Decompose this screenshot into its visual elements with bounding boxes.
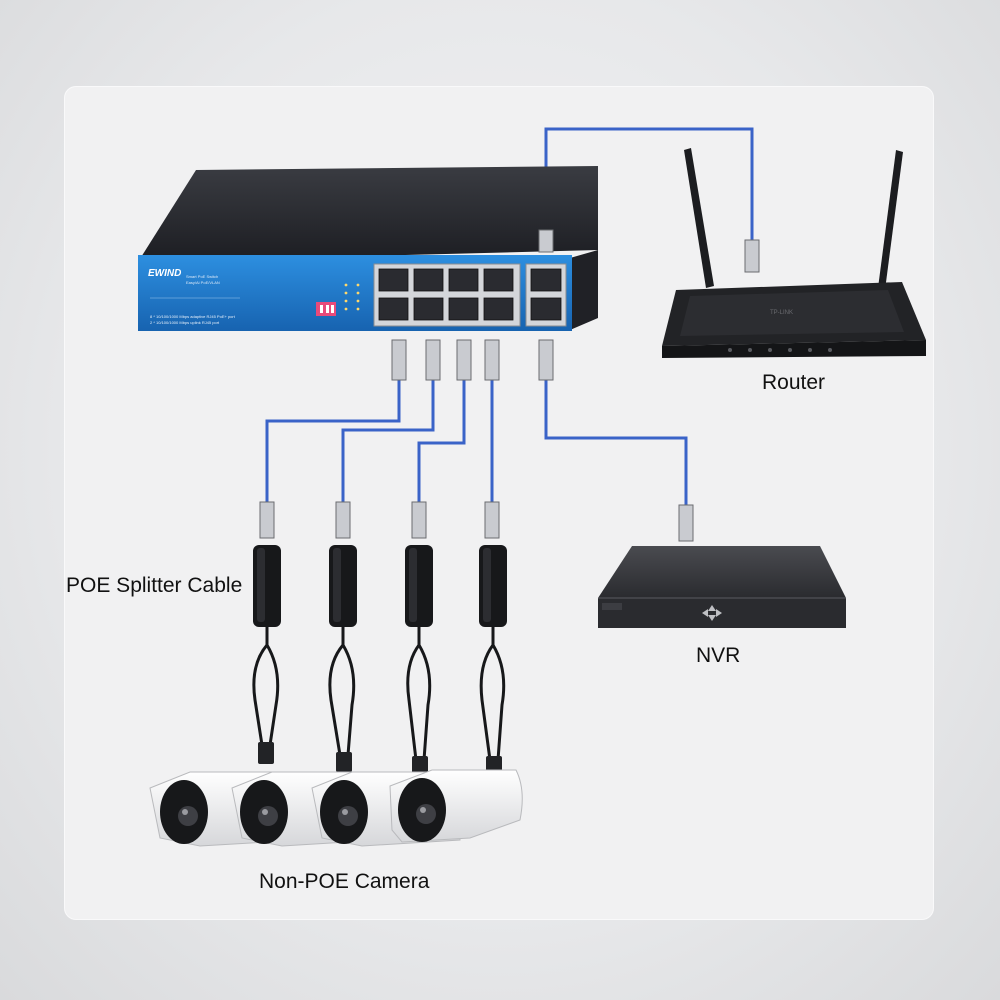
poe-splitters (253, 545, 507, 627)
switch-side (570, 250, 598, 330)
router-label: Router (762, 371, 826, 394)
svg-text:2 * 10/100/1000 Mbps uplink RJ: 2 * 10/100/1000 Mbps uplink RJ45 port (150, 320, 220, 325)
router: TP-LINK (662, 148, 926, 358)
camera-4 (389, 769, 523, 843)
svg-text:8 * 10/100/1000 Mbps adaptive: 8 * 10/100/1000 Mbps adaptive RJ45 PoE+ … (150, 314, 236, 319)
cable-camera-3 (417, 380, 466, 505)
status-leds (344, 283, 360, 311)
nvr (598, 546, 846, 628)
poe-ports (378, 268, 514, 321)
nvr-top (598, 546, 846, 598)
router-body-front (662, 340, 926, 358)
poe-switch: EWIND Smart PoE Switch Easy/Ai PoE/VLAN … (138, 166, 598, 331)
svg-text:TP-LINK: TP-LINK (770, 310, 793, 316)
rj45-connectors (259, 229, 760, 542)
svg-text:Smart PoE Switch: Smart PoE Switch (186, 274, 218, 279)
svg-text:Easy/Ai PoE/VLAN: Easy/Ai PoE/VLAN (186, 280, 220, 285)
camera-label: Non-POE Camera (259, 870, 430, 893)
cable-camera-1 (265, 380, 401, 505)
cable-camera-2 (341, 380, 435, 505)
cable-nvr (544, 380, 688, 508)
router-antenna-left (684, 148, 714, 288)
cameras (149, 769, 523, 847)
splitter-label: POE Splitter Cable (66, 574, 243, 597)
switch-top (138, 166, 598, 262)
nvr-label: NVR (696, 644, 741, 667)
router-antenna-right (878, 150, 903, 290)
uplink-ports (530, 268, 562, 321)
switch-brand: EWIND (148, 268, 181, 279)
splitter-wires (252, 627, 506, 761)
